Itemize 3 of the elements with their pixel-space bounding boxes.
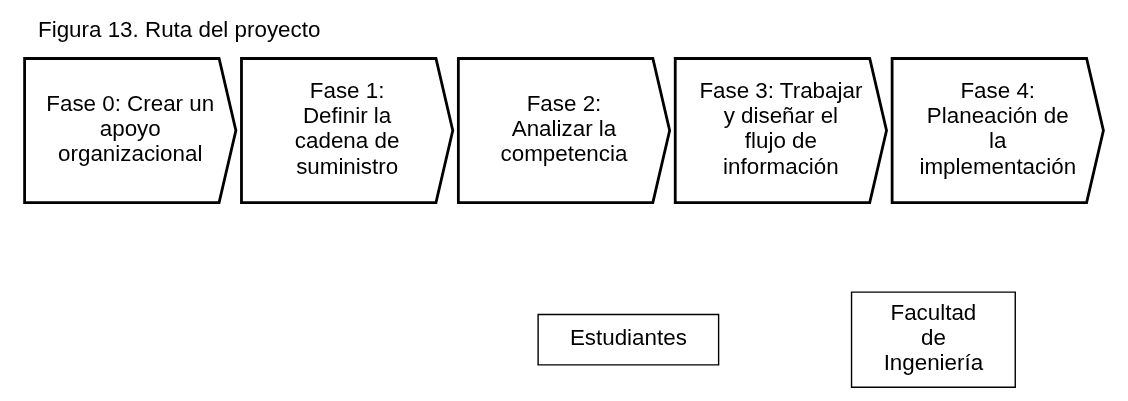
node-box: Estudiantes bbox=[537, 313, 720, 366]
diagram-title: Figura 13. Ruta del proyecto bbox=[38, 17, 321, 43]
node-box: Facultad de Ingeniería bbox=[850, 291, 1016, 388]
